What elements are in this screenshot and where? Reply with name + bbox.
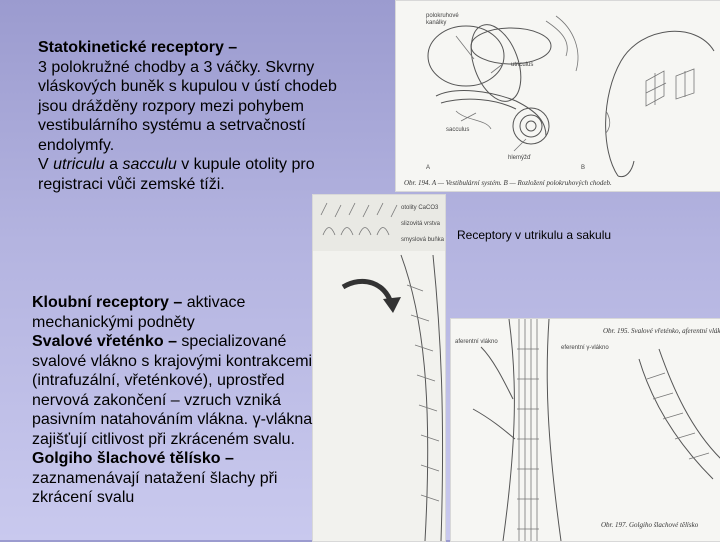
panel-b-label: B: [581, 165, 585, 171]
text-line: zaznamenávají natažení šlachy při: [32, 469, 278, 487]
text-line: nervová zakončení – vzruch vzniká: [32, 391, 282, 409]
text-run: V: [38, 156, 54, 173]
receptors-caption: Receptory v utrikulu a sakulu: [457, 228, 612, 242]
text-line: Svalové vřeténko – specializované: [32, 332, 362, 352]
text-line: jsou drážděny rozpory mezi pohybem: [38, 97, 304, 115]
spindle-caption: Obr. 195. Svalové vřeténko, aferentní vl…: [603, 327, 720, 335]
receptors-text-block: Kloubní receptory – aktivace mechanickým…: [32, 293, 362, 508]
label-aferentni: aferentní vlákno: [455, 339, 498, 345]
text-run: a: [104, 156, 123, 173]
label-otolity: otolity CaCO3: [401, 205, 439, 211]
term-utriculu: utriculu: [53, 156, 105, 173]
panel-a-label: A: [426, 165, 430, 171]
text-run: specializované: [176, 333, 287, 350]
heading-muscle-spindle: Svalové vřeténko –: [32, 333, 177, 350]
label-smyslova: smyslová buňka: [401, 237, 445, 243]
text-run: v kupule otolity pro: [176, 156, 315, 173]
text-line: svalové vlákno s krajovými kontrakcemi: [32, 352, 313, 370]
vestibular-system-figure: polokruhové kanálky utriculus sacculus h…: [395, 0, 720, 192]
text-line: mechanickými podněty: [32, 313, 195, 331]
term-sacculu: sacculu: [122, 156, 177, 173]
text-line: 3 polokružné chodby a 3 váčky. Skvrny: [38, 58, 315, 76]
label-kanalky: kanálky: [426, 20, 446, 26]
text-line: V utriculu a sacculu v kupule otolity pr…: [38, 155, 383, 175]
text-line: endolymfy.: [38, 136, 115, 154]
text-line: vestibulárního systému a setrvačností: [38, 117, 306, 134]
muscle-spindle-figure: Obr. 195. Svalové vřeténko, aferentní vl…: [450, 318, 720, 542]
statokinetic-title: Statokinetické receptory –: [38, 39, 238, 56]
text-line: zkrácení svalu: [32, 489, 135, 506]
label-utriculus: utriculus: [511, 62, 533, 68]
label-polokruhove: polokruhové: [426, 13, 459, 19]
statokinetic-text-block: Statokinetické receptory – 3 polokružné …: [38, 38, 383, 194]
label-eferentni: eferentní γ-vlákno: [561, 345, 609, 351]
text-line: zajišťují citlivost při zkráceném svalu.: [32, 430, 295, 448]
text-line: pasivním natahováním vlákna. γ-vlákna: [32, 411, 313, 428]
golgi-caption: Obr. 197. Golgiho šlachové tělísko: [601, 521, 699, 529]
text-line: (intrafuzální, vřeténkové), uprostřed: [32, 372, 285, 389]
text-run: aktivace: [182, 294, 246, 311]
label-sacculus: sacculus: [446, 127, 469, 133]
text-line: Kloubní receptory – aktivace: [32, 293, 362, 313]
text-line: registraci vůči zemské tíži.: [38, 175, 225, 193]
vestibular-caption: Obr. 194. A — Vestibulární systém. B — R…: [404, 179, 612, 187]
label-slizovita: slizovitá vrstva: [401, 221, 441, 227]
heading-joint-receptors: Kloubní receptory –: [32, 294, 183, 311]
text-line: vláskových buněk s kupulou v ústí chodeb: [38, 78, 337, 95]
heading-golgi-organ: Golgiho šlachové tělísko –: [32, 450, 234, 467]
label-hlemyzd: hlemýžď: [508, 155, 531, 161]
otolith-receptor-figure: otolity CaCO3 slizovitá vrstva smyslová …: [312, 194, 446, 542]
